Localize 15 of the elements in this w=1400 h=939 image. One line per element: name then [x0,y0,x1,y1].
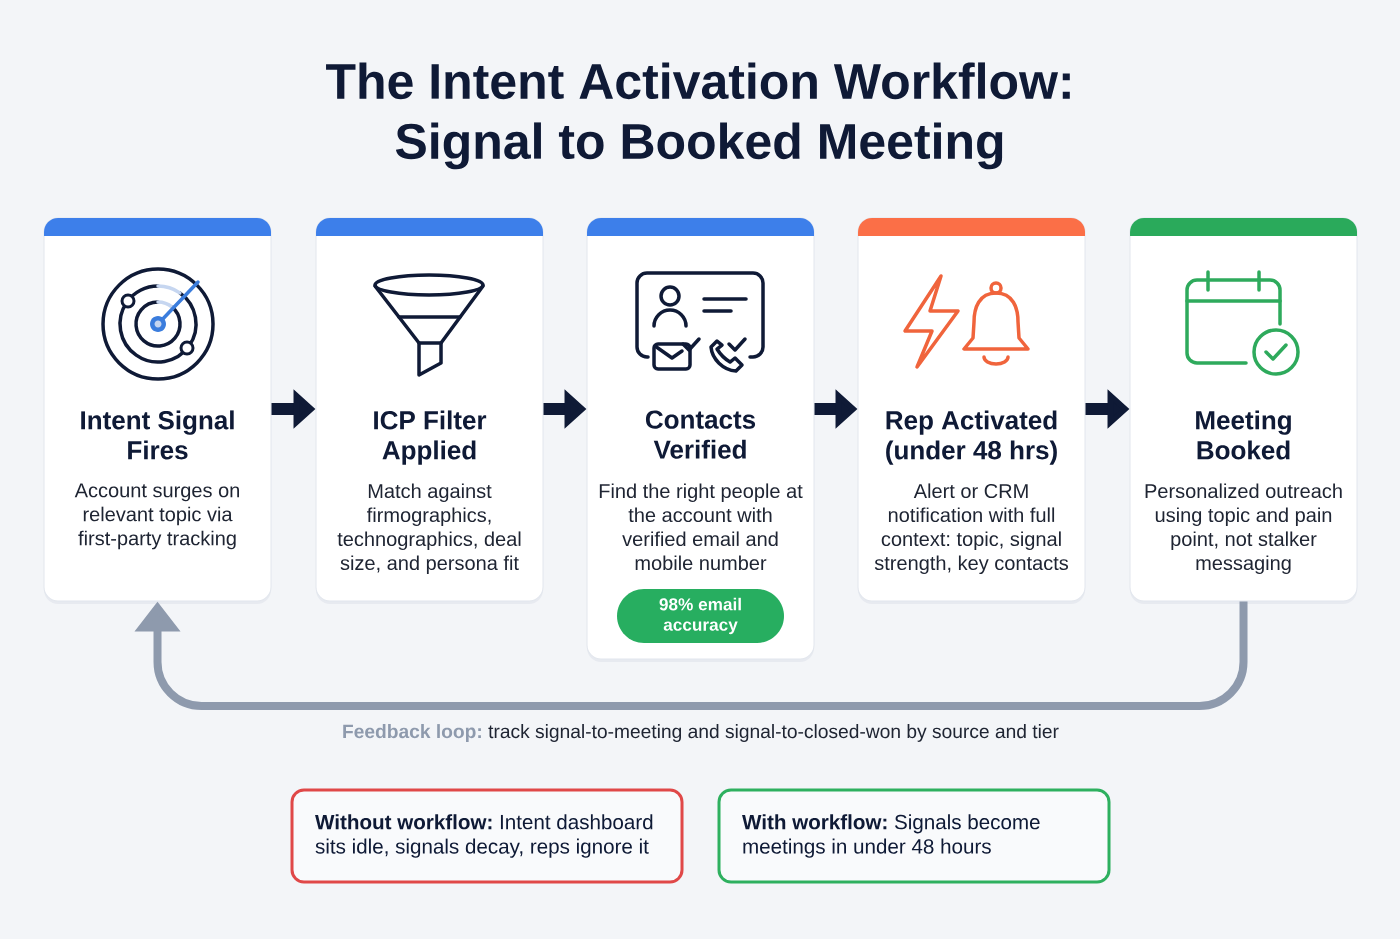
step-description: Alert or CRM notification with full context: topic, signal strength, key contacts [874,483,1069,575]
edge-label: Feedback loop: track signal-to-meeting and signal-to-closed-won by source and tier [339,722,1062,744]
step-description: Personalized outreach using topic and pain point, not stalker messaging [1145,483,1342,575]
step-title: Contacts Verified [645,410,756,459]
step-title: Rep Activated (under 48 hrs) [886,410,1057,465]
step-description: Match against firmographics, technographics, deal size, and persona fit [337,483,521,575]
comparison-box: Without workflow: Intent dashboard sits idle, signals decay, reps ignore it [290,788,684,884]
step-title: ICP Filter Applied [374,410,487,465]
accuracy-badge: 98% email accuracy [617,589,784,643]
step-description: Account surges on relevant topic via first-party tracking [74,483,239,550]
step-title: Meeting Booked [1196,410,1291,460]
step-title: Intent Signal Fires [81,410,234,460]
comparison-box: With workflow: Signals become meetings in under 48 hours [717,788,1111,884]
step-description: Find the right people at the account with verified email and mobile number [599,483,803,571]
title: The Intent Activation Workflow: Signal to Booked Meeting [326,62,1070,170]
